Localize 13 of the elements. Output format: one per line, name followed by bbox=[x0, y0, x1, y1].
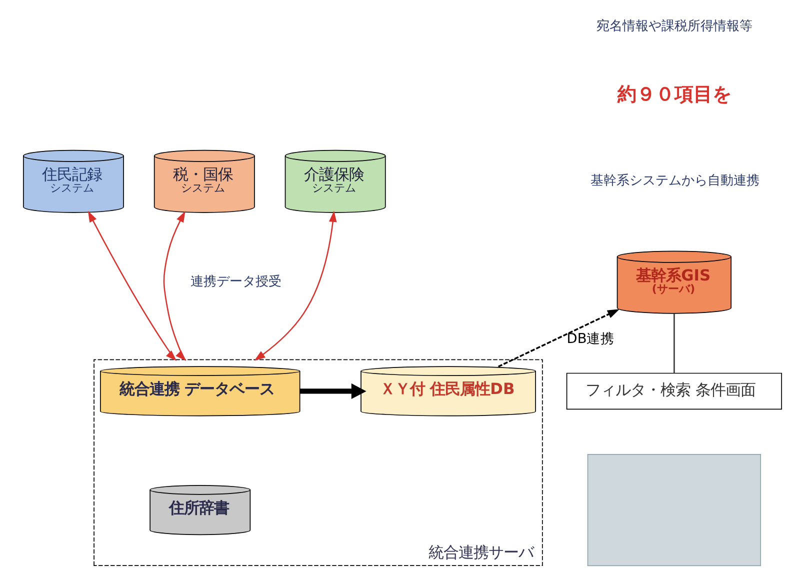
arrow bbox=[162, 211, 186, 362]
label: 基幹系システムから自動連携 bbox=[590, 173, 759, 188]
arrow bbox=[254, 210, 336, 361]
label: 約９０項目を bbox=[617, 84, 732, 106]
arrow bbox=[497, 309, 620, 368]
label: 連携データ授受 bbox=[190, 274, 282, 290]
edge-label: DB連携 bbox=[566, 331, 614, 348]
connector bbox=[673, 314, 674, 374]
node-box bbox=[586, 454, 761, 566]
node-box: フィルタ・検索 条件画面 bbox=[566, 372, 782, 410]
arrow bbox=[87, 210, 176, 362]
arrow bbox=[299, 383, 366, 400]
label: 宛名情報や課税所得情報等 bbox=[596, 18, 752, 34]
